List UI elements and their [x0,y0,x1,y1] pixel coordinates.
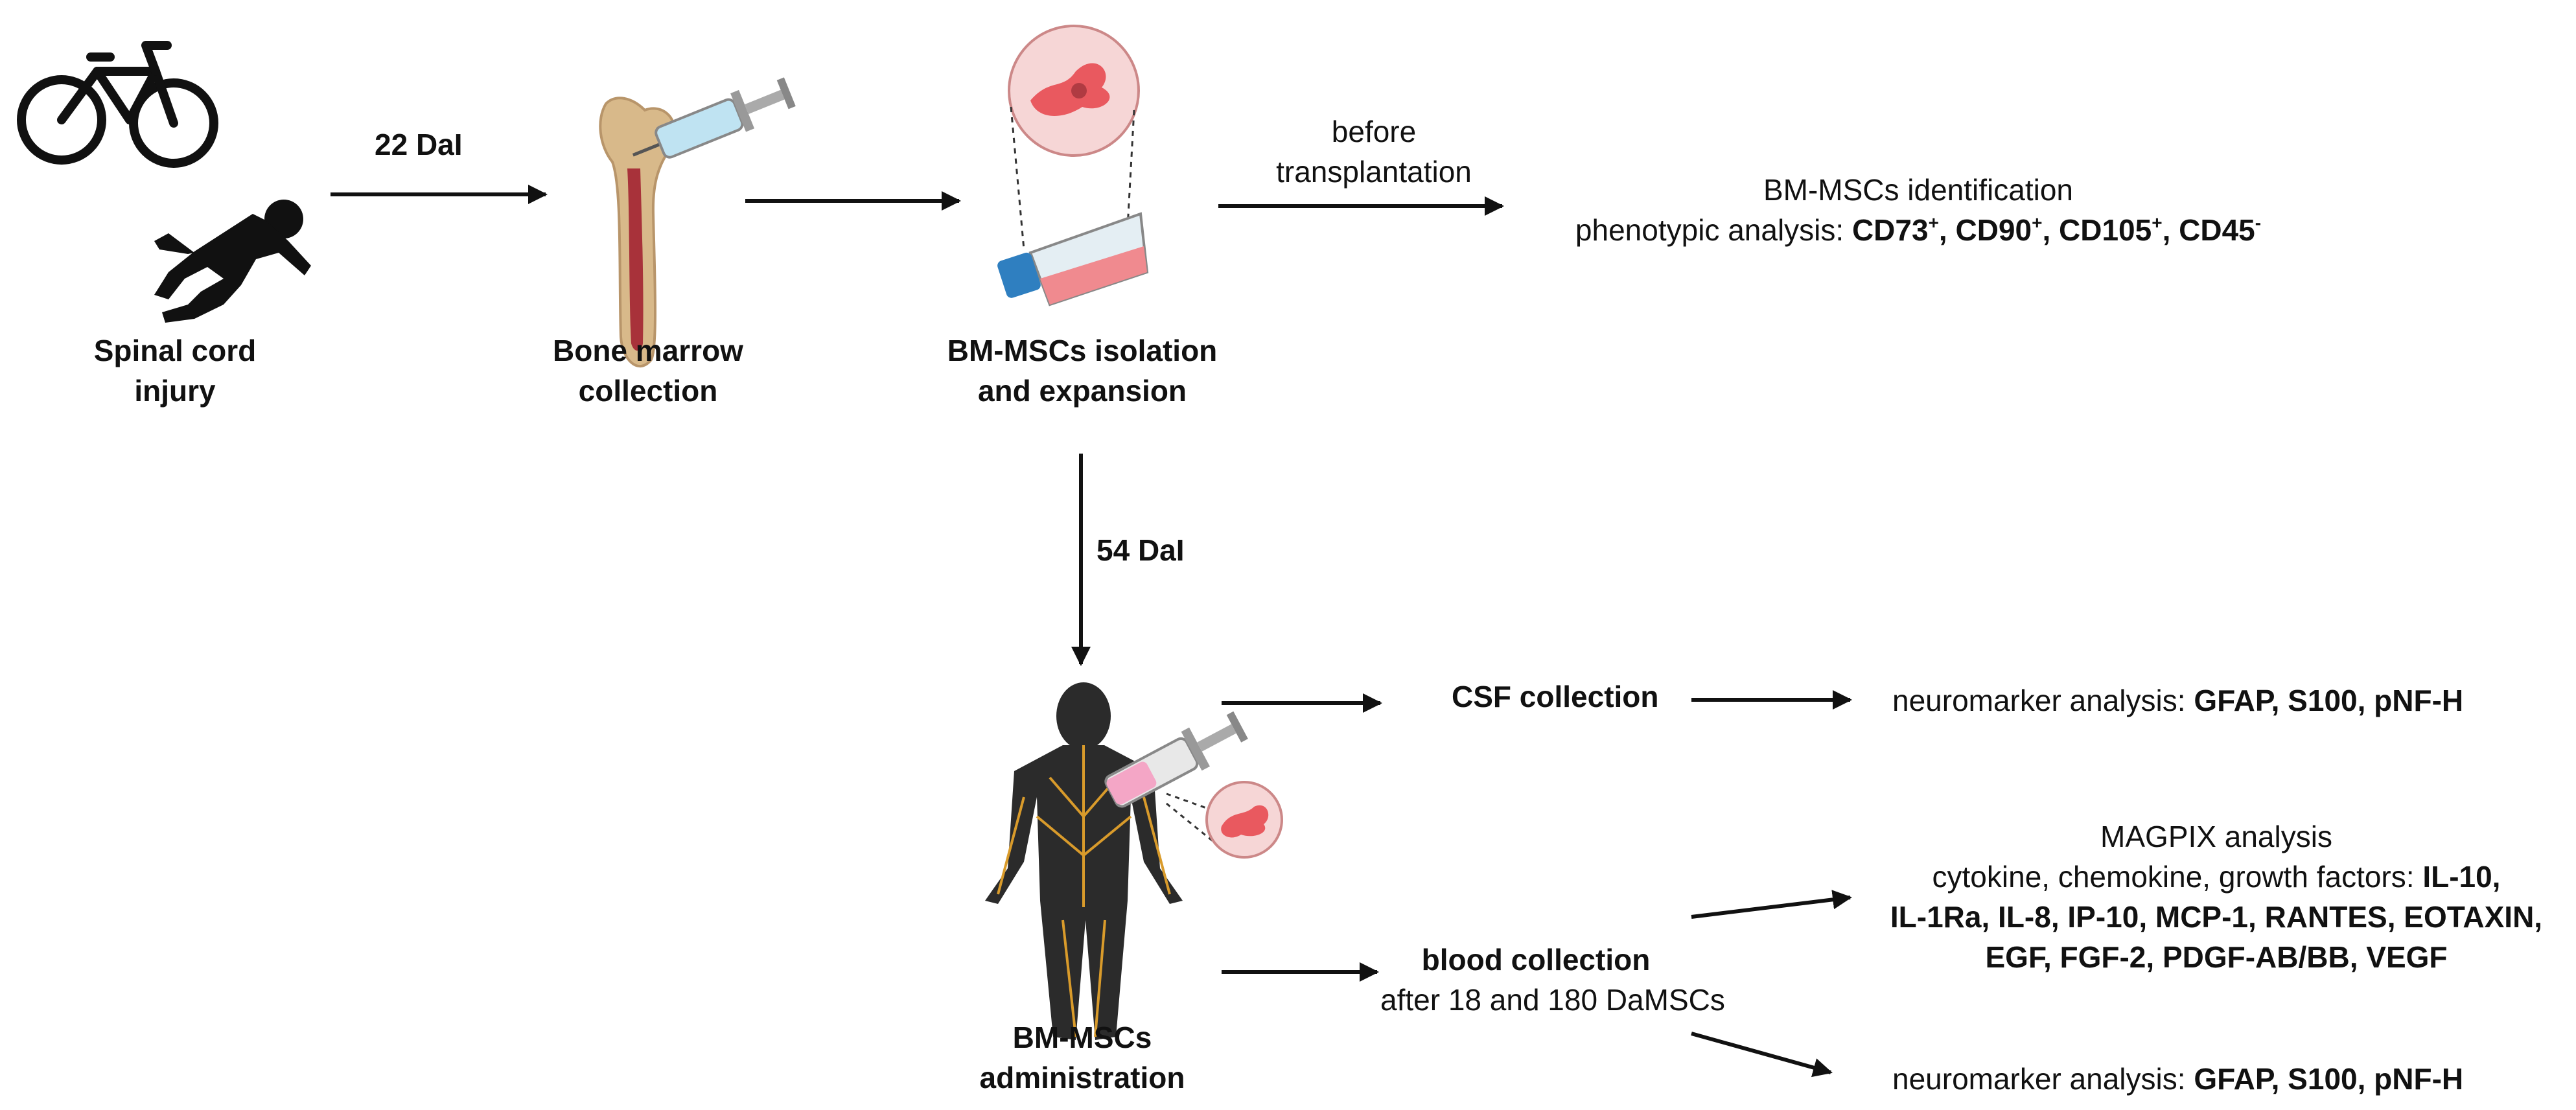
arrows [331,185,1852,1078]
phenotypic-analysis: phenotypic analysis: CD73+, CD90+, CD105… [1510,210,2327,250]
injury-line-2: injury [134,374,216,408]
injury-line-1: Spinal cord [93,334,257,367]
magpix-marker-il10: IL-10, [2422,860,2501,894]
magpix-line-2: IL-1Ra, IL-8, IP-10, MCP-1, RANTES, EOTA… [1890,900,2543,934]
label-bm-mscs-administration: BM-MSCs administration [959,1017,1205,1098]
bone-marrow-line-2: collection [578,374,718,408]
arrow-blood-to-neuromarker [1691,1032,1833,1078]
csf-neuromarker-prefix: neuromarker analysis: [1892,684,2194,717]
blood-neuromarker-prefix: neuromarker analysis: [1892,1062,2194,1096]
falling-person-icon [154,200,311,323]
phenotypic-prefix: phenotypic analysis: [1575,213,1852,247]
blood-collection-block: blood collection after 18 and 180 DaMSCs [1380,940,1725,1020]
isolation-line-2: and expansion [977,374,1187,408]
administration-line-2: administration [979,1061,1185,1094]
label-spinal-cord-injury: Spinal cord injury [71,330,279,411]
blood-neuromarker-analysis: neuromarker analysis: GFAP, S100, pNF-H [1892,1059,2463,1099]
label-54-dai: 54 DaI [1097,533,1185,567]
magpix-line-1: cytokine, chemokine, growth factors: IL-… [1860,857,2573,897]
label-blood-collection: blood collection [1421,943,1651,977]
magpix-prefix: cytokine, chemokine, growth factors: [1932,860,2423,894]
human-body-icon [985,682,1183,1040]
syringe-icon [632,77,796,159]
label-bone-marrow-collection: Bone marrow collection [531,330,765,411]
csf-neuromarker-analysis: neuromarker analysis: GFAP, S100, pNF-H [1892,680,2463,721]
marker-cd90: CD90+, [1955,213,2060,247]
administration-line-1: BM-MSCs [1012,1021,1152,1054]
bone-icon [599,97,676,368]
magpix-line-3: EGF, FGF-2, PDGF-AB/BB, VEGF [1985,940,2448,974]
cell-culture-flask-icon [997,25,1149,306]
label-before-transplantation: before transplantation [1244,111,1503,192]
cell-bubble-icon [1166,781,1283,859]
marker-cd105: CD105+, [2059,213,2179,247]
magpix-title: MAGPIX analysis [2100,820,2332,853]
magpix-block: MAGPIX analysis cytokine, chemokine, gro… [1860,816,2573,977]
pink-syringe-icon [1104,711,1248,808]
blood-neuromarker-list: GFAP, S100, pNF-H [2194,1062,2464,1096]
marker-cd45: CD45- [2179,213,2262,247]
arrow-blood-to-magpix [1691,890,1852,919]
bone-marrow-line-1: Bone marrow [553,334,743,367]
identification-block: BM-MSCs identification phenotypic analys… [1510,170,2327,250]
before-line-1: before [1331,115,1417,148]
marker-cd73: CD73+, [1851,213,1956,247]
before-line-2: transplantation [1276,155,1472,189]
identification-title: BM-MSCs identification [1763,173,2074,207]
label-csf-collection: CSF collection [1452,680,1659,713]
bicycle-icon [17,41,218,168]
label-22-dai: 22 DaI [375,128,463,161]
blood-timing: after 18 and 180 DaMSCs [1380,983,1725,1017]
label-bm-mscs-isolation: BM-MSCs isolation and expansion [914,330,1251,411]
isolation-line-1: BM-MSCs isolation [947,334,1218,367]
csf-neuromarker-list: GFAP, S100, pNF-H [2194,684,2464,717]
